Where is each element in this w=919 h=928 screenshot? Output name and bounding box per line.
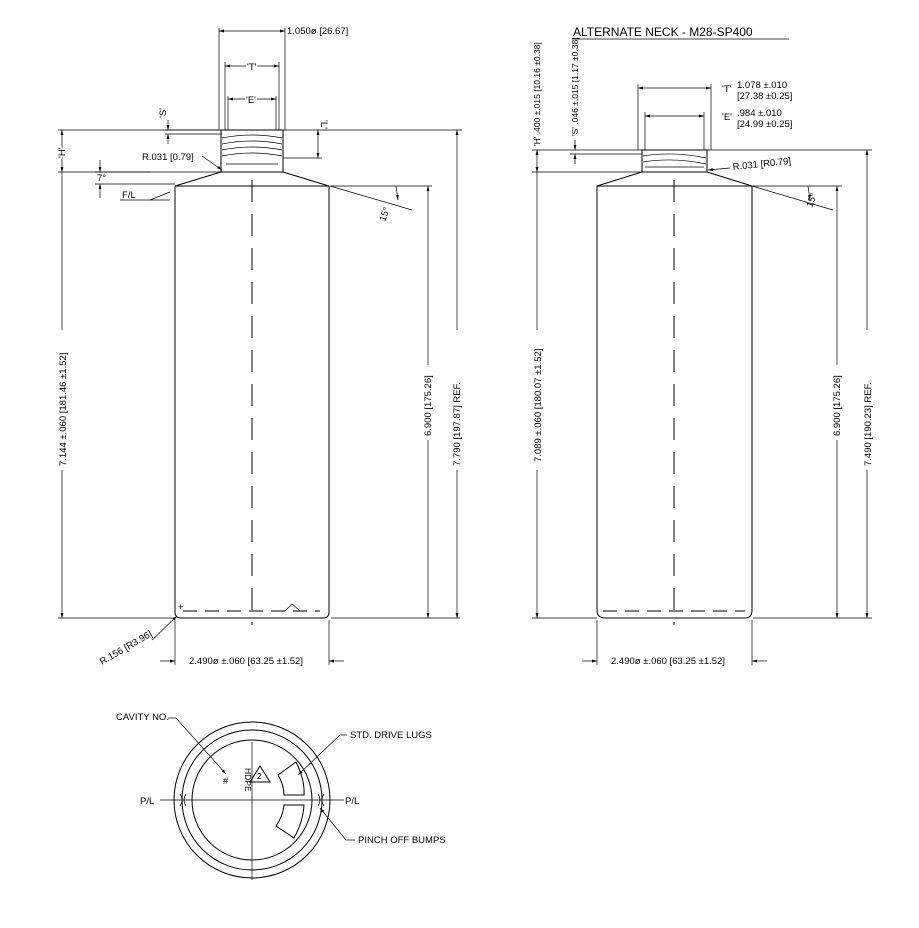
pl-right-label: P/L bbox=[345, 796, 359, 807]
left-bottle-outline bbox=[174, 129, 330, 619]
right-h-s-dimension: 'H' .400 ±.015 [10.16 ±0.38] 'S' .046 ±.… bbox=[532, 37, 872, 173]
right-15deg-text: 15° bbox=[804, 192, 819, 209]
right-t-dim2: [27.38 ±0.25] bbox=[737, 91, 792, 102]
left-7deg: 7° bbox=[95, 160, 175, 198]
right-body-height: 6.900 [175.26] bbox=[753, 185, 872, 619]
right-body-dia: 2.490ø ±.060 [63.25 ±1.52] bbox=[582, 620, 767, 667]
pl-left-label: P/L bbox=[140, 796, 154, 807]
alternate-neck-title: ALTERNATE NECK - M28-SP400 bbox=[573, 25, 753, 39]
right-neck-radius: R.031 [R0.79] bbox=[707, 156, 792, 173]
right-bottle-view bbox=[596, 149, 753, 625]
drive-lug-upper bbox=[277, 761, 305, 796]
left-fl-text: F/L bbox=[122, 190, 136, 201]
right-h-dim: 'H' .400 ±.015 [10.16 ±0.38] bbox=[532, 42, 542, 146]
left-bottle-view: + bbox=[174, 129, 330, 625]
right-e-label: 'E' bbox=[722, 112, 732, 123]
right-t-dimension: 'T' 1.078 ±.010 [27.38 ±0.25] bbox=[637, 80, 792, 150]
left-ref-height: 7.790 [197.87] REF. bbox=[283, 129, 463, 618]
pinch-off-label: PINCH OFF BUMPS bbox=[358, 835, 446, 846]
left-s-label: 'S' bbox=[158, 108, 169, 118]
bottom-callouts: CAVITY NO. STD. DRIVE LUGS P/L P/L PINCH… bbox=[116, 712, 446, 846]
left-t-label: 'T' bbox=[247, 62, 257, 73]
left-base-radius: R.156 [R3.96] bbox=[98, 615, 178, 668]
right-ref-height-text: 7.490 [190.23] REF. bbox=[863, 382, 874, 466]
right-radius-text: R.031 [R0.79] bbox=[732, 156, 791, 173]
bottom-view: 2 HDPE # bbox=[160, 721, 344, 880]
recycle-icon bbox=[249, 765, 271, 783]
left-l-label: 'L' bbox=[318, 120, 329, 129]
right-bottle-outline bbox=[596, 149, 753, 619]
left-h-label: 'H' bbox=[57, 147, 68, 158]
right-overall-height-text: 7.089 ±.060 [180.07 ±1.52] bbox=[533, 349, 544, 462]
left-e-dimension: 'E' bbox=[227, 94, 277, 130]
left-15deg-text: 15° bbox=[377, 206, 392, 223]
left-7deg-text: 7° bbox=[97, 173, 106, 184]
cavity-no-label: CAVITY NO. bbox=[116, 712, 169, 723]
left-finish-dia-text: 1.050ø [26.67] bbox=[287, 26, 348, 37]
left-s-dimension: 'S' bbox=[158, 108, 222, 144]
left-t-dimension: 'T' bbox=[224, 61, 280, 130]
right-t-label: 'T' bbox=[722, 84, 732, 95]
left-radius-text: R.031 [0.79] bbox=[142, 152, 194, 163]
cavity-hash: # bbox=[223, 776, 229, 787]
right-t-dim1: 1.078 ±.010 bbox=[737, 80, 787, 91]
left-overall-height-text: 7.144 ±.060 [181.46 ±1.52] bbox=[58, 353, 69, 466]
plus-mark: + bbox=[178, 602, 184, 613]
left-overall-height: 7.144 ±.060 [181.46 ±1.52] bbox=[58, 172, 175, 619]
right-s-dim: 'S' .046 ±.015 [1.17 ±0.38] bbox=[570, 37, 580, 136]
right-e-dimension: 'E' .984 ±.010 [24.99 ±0.25] bbox=[644, 108, 792, 150]
left-body-height-text: 6.900 [175.26] bbox=[423, 375, 434, 436]
right-e-dim2: [24.99 ±0.25] bbox=[737, 119, 792, 130]
left-base-radius-text: R.156 [R3.96] bbox=[98, 629, 154, 668]
left-finish-dimension: 1.050ø [26.67] bbox=[218, 26, 348, 130]
drive-lug-lower bbox=[275, 804, 305, 839]
drive-lugs-label: STD. DRIVE LUGS bbox=[350, 730, 432, 741]
left-body-dia: 2.490ø ±.060 [63.25 ±1.52] bbox=[160, 620, 344, 667]
left-ref-height-text: 7.790 [197.87] REF. bbox=[452, 382, 463, 466]
left-h-dimension: 'H' bbox=[56, 129, 221, 173]
left-e-label: 'E' bbox=[246, 95, 256, 106]
left-body-dia-text: 2.490ø ±.060 [63.25 ±1.52] bbox=[189, 656, 303, 667]
resin-code: HDPE bbox=[243, 768, 253, 792]
left-neck-radius: R.031 [0.79] bbox=[142, 152, 223, 171]
left-body-height: 6.900 [175.26] bbox=[331, 185, 460, 619]
recycle-number: 2 bbox=[257, 771, 262, 781]
right-body-height-text: 6.900 [175.26] bbox=[832, 375, 843, 436]
left-15deg: 15° bbox=[329, 185, 413, 223]
right-overall-height: 7.089 ±.060 [180.07 ±1.52] bbox=[532, 172, 597, 619]
right-ref-height: 7.490 [190.23] REF. bbox=[863, 150, 874, 618]
right-e-dim1: .984 ±.010 bbox=[737, 108, 782, 119]
left-l-dimension: 'L' bbox=[283, 120, 329, 159]
right-15deg: 15° bbox=[751, 185, 834, 211]
left-fl: F/L bbox=[120, 190, 171, 201]
right-body-dia-text: 2.490ø ±.060 [63.25 ±1.52] bbox=[611, 656, 725, 667]
